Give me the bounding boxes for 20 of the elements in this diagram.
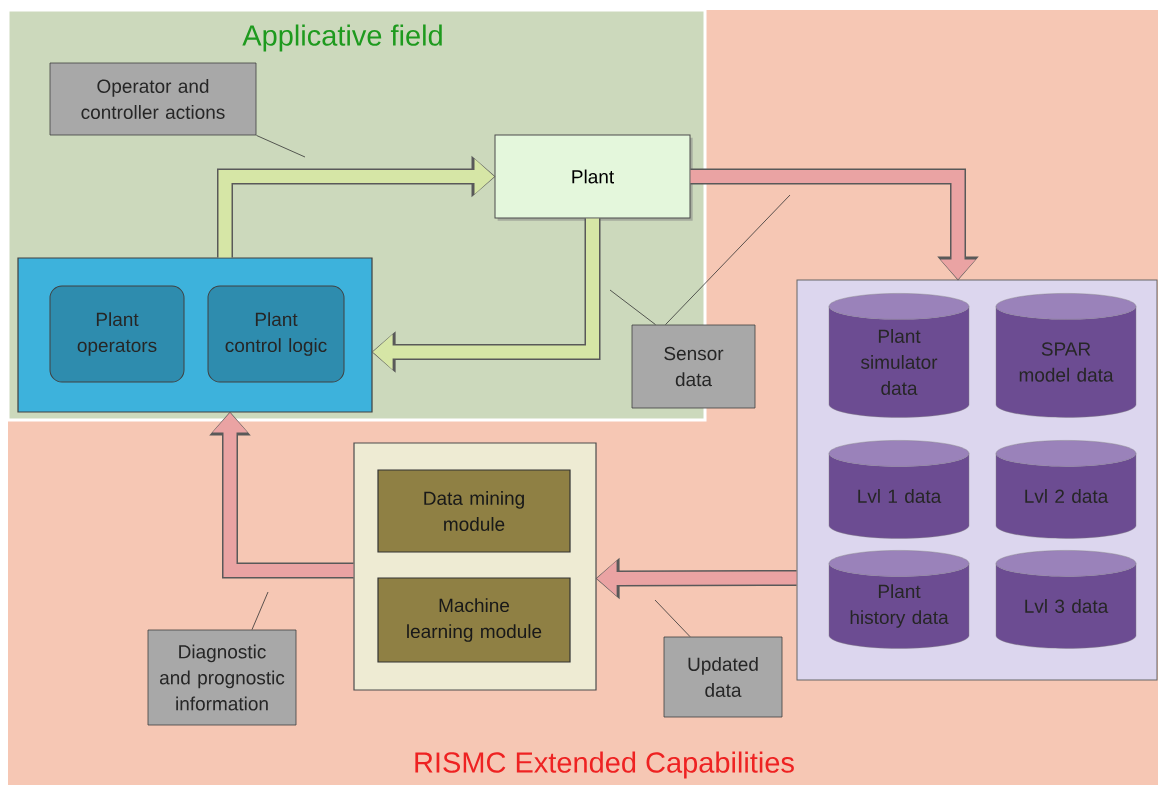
process-box: Machine learning module xyxy=(377,577,571,663)
leader-line xyxy=(609,289,656,325)
callout-box: Diagnostic and prognostic information xyxy=(147,629,297,726)
leader-line xyxy=(256,135,306,158)
leader-line xyxy=(665,194,791,325)
database-cylinder: Lvl 2 data xyxy=(995,440,1137,539)
database-cylinder: Lvl 1 data xyxy=(828,440,970,539)
callout-box: Operator and controller actions xyxy=(49,62,257,136)
leader-line xyxy=(654,599,691,637)
database-cylinder: Plant history data xyxy=(828,550,970,649)
callout-box: Updated data xyxy=(663,636,783,718)
database-cylinder: Plant simulator data xyxy=(828,293,970,418)
database-cylinder: SPAR model data xyxy=(995,293,1137,418)
process-box: Data mining module xyxy=(377,469,571,553)
process-box: Plant xyxy=(494,134,693,221)
callout-box: Sensor data xyxy=(631,324,756,409)
database-cylinder: Lvl 3 data xyxy=(995,550,1137,649)
process-box: Plant control logic xyxy=(207,285,345,383)
leader-line xyxy=(251,591,269,630)
process-box: Plant operators xyxy=(49,285,185,383)
